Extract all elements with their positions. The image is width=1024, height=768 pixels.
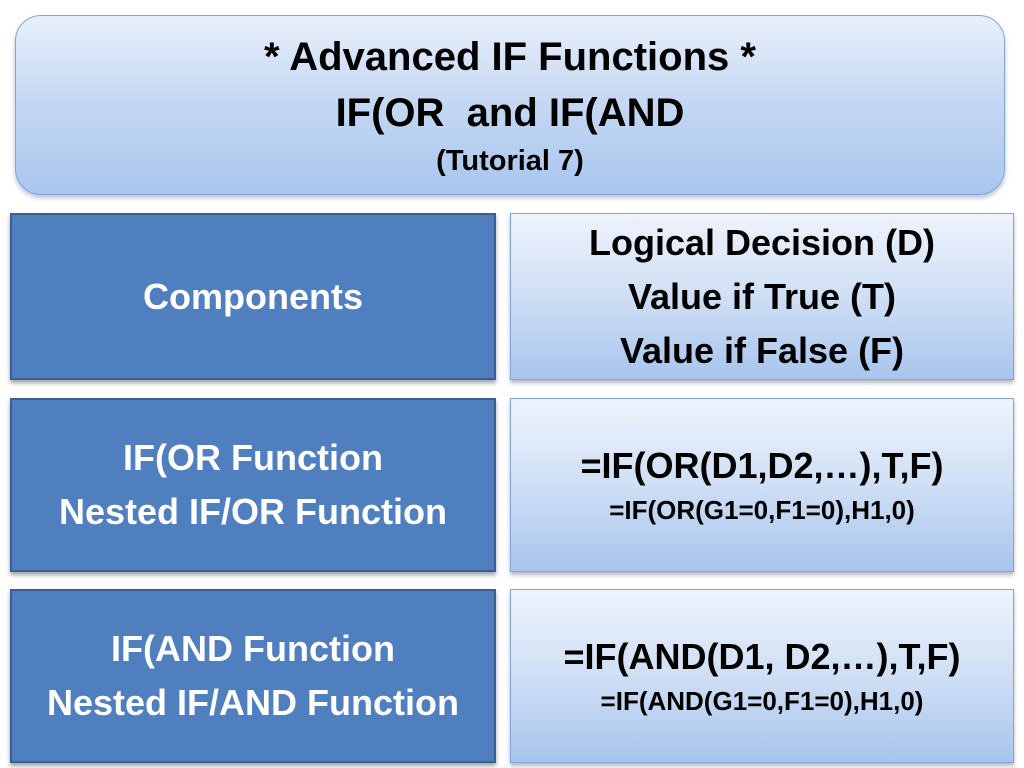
component-value-if-false: Value if False (F) — [619, 329, 905, 371]
component-value-if-true: Value if True (T) — [627, 275, 897, 317]
title-box: * Advanced IF Functions * IF(OR and IF(A… — [15, 15, 1005, 195]
nested-if-or-label: Nested IF/OR Function — [58, 491, 447, 532]
if-and-formula-box: =IF(AND(D1, D2,…),T,F) =IF(AND(G1=0,F1=0… — [510, 589, 1014, 763]
nested-if-and-label: Nested IF/AND Function — [47, 682, 459, 723]
if-and-label: IF(AND Function — [111, 628, 395, 669]
slide-title: * Advanced IF Functions * — [264, 35, 756, 79]
if-or-box: IF(OR Function Nested IF/OR Function — [10, 398, 496, 572]
slide-tutorial-label: (Tutorial 7) — [436, 145, 584, 177]
component-logical-decision: Logical Decision (D) — [588, 221, 936, 263]
components-detail-box: Logical Decision (D) Value if True (T) V… — [510, 213, 1014, 380]
if-or-label: IF(OR Function — [123, 437, 383, 478]
components-label: Components — [143, 275, 363, 317]
if-and-box: IF(AND Function Nested IF/AND Function — [10, 589, 496, 763]
if-and-example: =IF(AND(G1=0,F1=0),H1,0) — [600, 686, 924, 716]
if-or-syntax: =IF(OR(D1,D2,…),T,F) — [580, 445, 944, 486]
if-and-syntax: =IF(AND(D1, D2,…),T,F) — [563, 636, 961, 677]
slide-subtitle: IF(OR and IF(AND — [335, 91, 685, 135]
if-or-example: =IF(OR(G1=0,F1=0),H1,0) — [609, 495, 915, 525]
if-or-formula-box: =IF(OR(D1,D2,…),T,F) =IF(OR(G1=0,F1=0),H… — [510, 398, 1014, 572]
components-box: Components — [10, 213, 496, 380]
